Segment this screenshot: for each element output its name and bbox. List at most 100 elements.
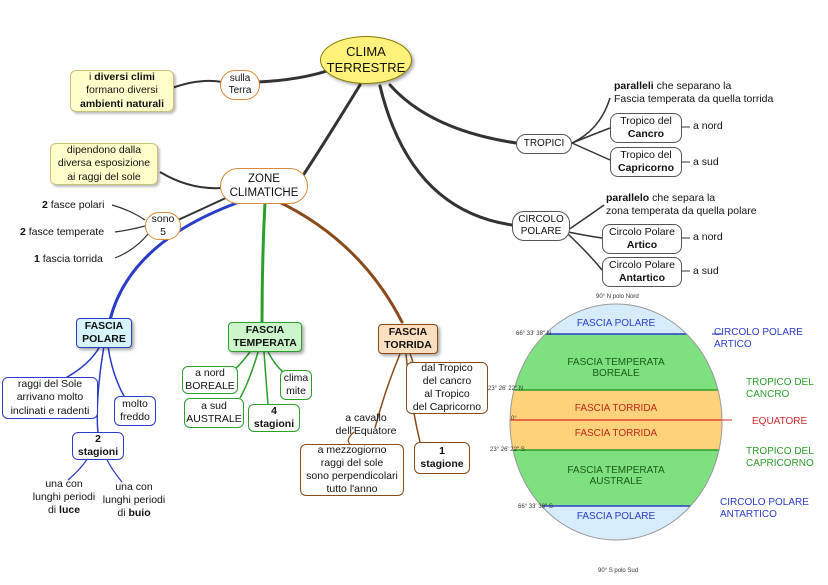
artico-line2: Artico [626, 239, 658, 251]
sulla-terra-line2: Terra [228, 85, 252, 96]
buio-line3b: buio [128, 507, 151, 520]
luce-line2: lunghi periodi [32, 491, 96, 504]
circolo-desc-bold: parallelo [606, 192, 650, 204]
globe-zone-polare-n: FASCIA POLARE [576, 318, 656, 329]
freddo-line2: freddo [120, 411, 150, 423]
dipendono-line1: dipendono dalla [66, 144, 142, 157]
title-node[interactable]: CLIMA TERRESTRE [320, 36, 412, 84]
count-temperate: 2 fasce temperate [20, 226, 104, 239]
polo-nord-label: 90° N polo Nord [596, 294, 639, 300]
dipendono-line2: diversa esposizione [57, 157, 151, 170]
circolo-polare-node[interactable]: CIRCOLO POLARE [512, 211, 570, 241]
diversi-climi-b: diversi climi [94, 71, 155, 84]
antartico-line1: Circolo Polare [609, 258, 675, 271]
dipendono-line3: ai raggi del sole [67, 170, 141, 183]
luce-line1: una con [45, 478, 83, 490]
temperata-head1: FASCIA [245, 323, 285, 336]
temperata-stagioni-node[interactable]: 4 stagioni [248, 404, 300, 432]
lat-artico-label: 66° 33' 38'' N [516, 331, 552, 337]
sulla-terra-node[interactable]: sulla Terra [220, 70, 260, 100]
antartico-side: a sud [693, 265, 719, 277]
circolo-desc: parallelo che separa la zona temperata d… [606, 192, 757, 218]
a-nord-boreale-node[interactable]: a nord BOREALE [182, 366, 238, 394]
circolo-antartico-node[interactable]: Circolo Polare Antartico [602, 257, 682, 287]
cancro-line1: Tropico del [620, 114, 672, 127]
mezzogiorno-node[interactable]: a mezzogiorno raggi del sole sono perpen… [300, 444, 404, 496]
antartico-line2: Antartico [618, 272, 666, 284]
cavallo-line2: dell'Equatore [335, 425, 397, 438]
luce-line3a: di [47, 504, 60, 517]
tropico-capricorno-line2: CAPRICORNO [746, 458, 814, 469]
tropici-desc-line2: Fascia temperata da quella torrida [614, 93, 774, 106]
mezzo-line3: sono perpendicolari [306, 470, 398, 482]
dal-tropico-node[interactable]: dal Tropico del cancro al Tropico del Ca… [406, 362, 488, 414]
count-polari-text: fasce polari [47, 199, 105, 211]
raggi-line2: arrivano molto [16, 391, 84, 404]
torrida-stag2: stagione [420, 458, 464, 470]
title-line1: CLIMA [346, 43, 386, 59]
circolo-antartico-line2: ANTARTICO [720, 509, 777, 520]
count-polari: 2 fasce polari [42, 199, 104, 212]
luce-line3b: luce [59, 504, 81, 517]
fascia-temperata-node[interactable]: FASCIA TEMPERATA [228, 322, 302, 352]
count-temperate-text: fasce temperate [25, 226, 105, 238]
temp-aus-line1: FASCIA TEMPERATA [567, 465, 665, 476]
luce-text: una con lunghi periodi di luce [28, 478, 100, 517]
sono-5-node[interactable]: sono 5 [145, 212, 181, 240]
tropico-cancro-node[interactable]: Tropico del Cancro [610, 113, 682, 143]
polare-stagioni-node[interactable]: 2 stagioni [72, 432, 124, 460]
globe-zone-torrida-s: FASCIA TORRIDA [574, 428, 658, 439]
temp-bor-line1: FASCIA TEMPERATA [567, 357, 665, 368]
circolo-line2: POLARE [520, 226, 562, 237]
fascia-polare-node[interactable]: FASCIA POLARE [76, 318, 132, 348]
clima-mite-node[interactable]: clima mite [280, 370, 312, 400]
globe-zone-torrida-n: FASCIA TORRIDA [574, 403, 658, 414]
polo-sud-label: 90° S polo Sud [598, 568, 639, 574]
artico-side: a nord [693, 231, 723, 243]
zone-climatiche-node[interactable]: ZONE CLIMATICHE [220, 168, 308, 204]
capricorno-line2: Capricorno [617, 162, 674, 174]
a-sud-australe-node[interactable]: a sud AUSTRALE [184, 398, 244, 428]
temp-aus-line2: AUSTRALE [589, 476, 643, 487]
mite-line1: clima [283, 371, 309, 384]
raggi-radenti-node[interactable]: raggi del Sole arrivano molto inclinati … [2, 377, 98, 419]
mezzo-line1: a mezzogiorno [317, 443, 387, 456]
torrida-head1: FASCIA [388, 325, 428, 338]
temperata-head2: TEMPERATA [233, 337, 297, 349]
capricorno-line1: Tropico del [620, 148, 672, 161]
temperata-stag2: stagioni [253, 418, 295, 430]
circolo-artico-node[interactable]: Circolo Polare Artico [602, 224, 682, 254]
label-equatore: EQUATORE [752, 416, 808, 427]
diversi-climi-node[interactable]: i diversi climi formano diversi ambienti… [70, 70, 174, 112]
lat-antartico-label: 66° 33' 38'' S [518, 504, 553, 510]
label-circolo-artico: CIRCOLO POLARE ARTICO [714, 327, 803, 350]
dal-line1: dal Tropico [421, 361, 473, 374]
mezzo-line4: tutto l'anno [326, 483, 378, 496]
count-torrida-n: 1 [34, 253, 40, 265]
diversi-climi-a: i [89, 71, 95, 84]
tropici-desc: paralleli che separano la Fascia tempera… [614, 80, 773, 106]
dipendono-node[interactable]: dipendono dalla diversa esposizione ai r… [50, 143, 158, 185]
sono-line1: sono [151, 212, 175, 225]
buio-line2: lunghi periodi [102, 494, 166, 507]
count-torrida: 1 fascia torrida [34, 253, 103, 266]
temperata-stag1: 4 [271, 404, 277, 417]
torrida-head2: TORRIDA [384, 339, 432, 351]
nord-line2: BOREALE [185, 380, 235, 392]
tropico-capricorno-node[interactable]: Tropico del Capricorno [610, 147, 682, 177]
polare-stag2: stagioni [77, 446, 119, 458]
molto-freddo-node[interactable]: molto freddo [114, 396, 156, 426]
globe-zone-temperata-boreale: FASCIA TEMPERATA BOREALE [556, 357, 676, 379]
polare-stag1: 2 [95, 432, 101, 445]
tropici-desc-bold: paralleli [614, 80, 654, 92]
freddo-line1: molto [122, 397, 148, 410]
globe-zone-polare-s: FASCIA POLARE [576, 511, 656, 522]
fascia-torrida-node[interactable]: FASCIA TORRIDA [378, 324, 438, 354]
torrida-stagione-node[interactable]: 1 stagione [414, 442, 470, 474]
tropici-node[interactable]: TROPICI [516, 134, 572, 154]
circolo-line1: CIRCOLO [518, 213, 564, 225]
zone-temperata-boreale [510, 334, 722, 390]
lat-cancro-label: 23° 26' 22'' N [488, 386, 524, 392]
circolo-desc-line2: zona temperata da quella polare [606, 205, 757, 218]
